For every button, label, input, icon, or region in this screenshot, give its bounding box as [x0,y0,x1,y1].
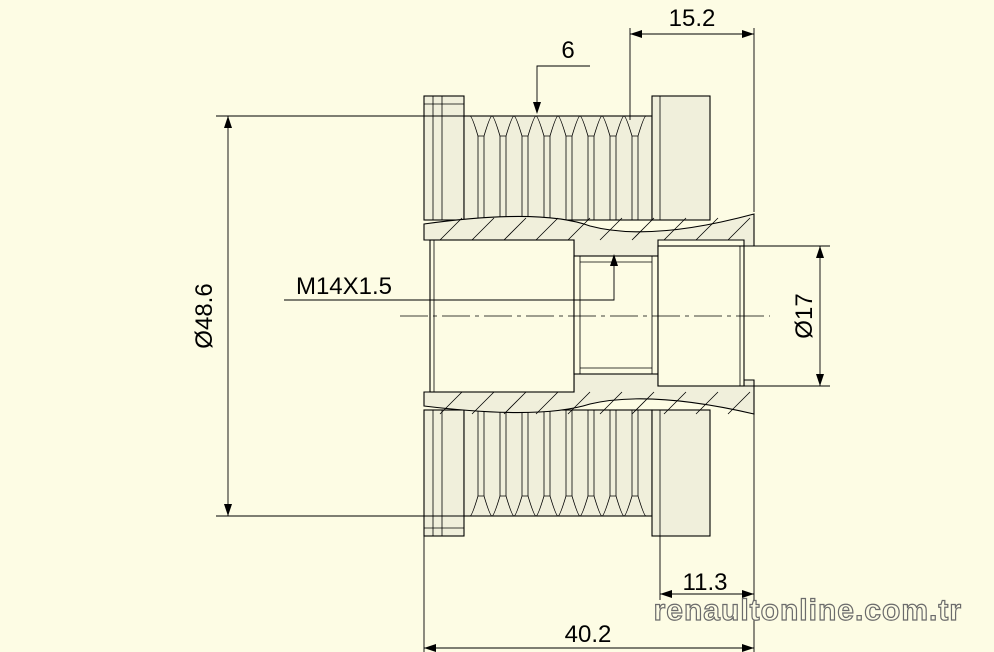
dim-label-groove-pitch: 6 [561,37,574,64]
dim-label-outer-diameter: Ø48.6 [191,283,218,348]
dim-label-total-length: 40.2 [565,621,612,648]
watermark-text: renaultonline.com.tr [654,594,962,627]
dim-label-hub-length: 11.3 [683,569,728,596]
dimension-groove-pitch: 6 [533,37,590,114]
pulley-body [400,95,770,537]
dimension-hub-length: 11.3 [659,414,755,652]
dimension-bore-diameter: Ø17 [744,245,830,387]
dim-label-top-width: 15.2 [669,5,716,32]
dimension-total-length: 40.2 [423,536,754,652]
dim-label-thread: M14X1.5 [296,273,392,300]
dimension-top-width: 15.2 [629,5,755,212]
dim-label-bore-diameter: Ø17 [791,293,818,338]
dimension-outer-diameter: Ø48.6 [191,115,464,517]
dimension-thread: M14X1.5 [284,254,618,301]
